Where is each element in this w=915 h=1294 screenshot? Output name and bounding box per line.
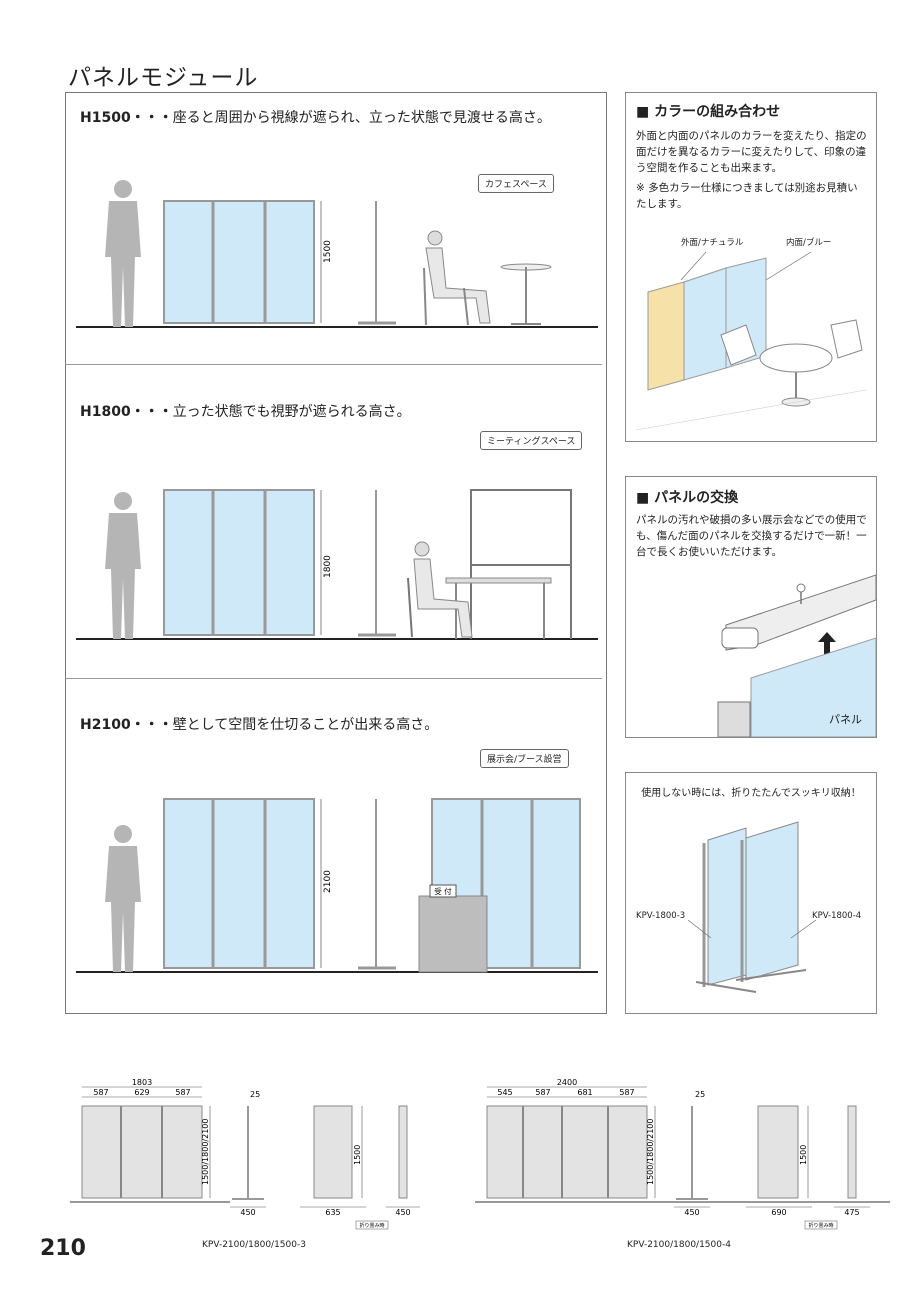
model-caption-right: KPV-2100/1800/1500-4 (627, 1240, 731, 1250)
callout-meeting: ミーティングスペース (480, 431, 583, 450)
panel-set-1800 (163, 489, 315, 636)
dim-folded-depth-right: 475 (844, 1208, 859, 1217)
dim-seg-left-1: 629 (134, 1088, 149, 1097)
dim-seg-right-1: 587 (535, 1088, 550, 1097)
dim-folded-depth-left: 450 (395, 1208, 410, 1217)
section-divider (65, 678, 602, 679)
dim-total-left: 1803 (132, 1078, 152, 1087)
color-combination-illustration (635, 251, 867, 431)
dim-height-right: 1500/1800/2100 (646, 1119, 655, 1185)
height-comparison-box (65, 92, 607, 1014)
swap-box-title: ■ パネルの交換 (636, 490, 739, 506)
label-inner-blue: 内面/ブルー (786, 238, 832, 248)
callout-cafe: カフェスペース (478, 174, 554, 193)
dim-seg-left-2: 587 (175, 1088, 190, 1097)
model-caption-left: KPV-2100/1800/1500-3 (202, 1240, 306, 1250)
label-outer-natural: 外面/ナチュラル (681, 238, 744, 248)
folded-note-right: 折り畳み時 (808, 1222, 833, 1229)
dim-folded-height-left: 1500 (353, 1145, 362, 1165)
folding-storage-illustration (687, 821, 817, 993)
dim-height-left: 1500/1800/2100 (201, 1119, 210, 1185)
height-illustrations: 1500 1800 2100 受 付 (76, 180, 598, 973)
section-heading-h2100: H2100・・・壁として空間を仕切ることが出来る高さ。 (80, 717, 439, 733)
color-box-title: ■ カラーの組み合わせ (636, 104, 781, 120)
panel-label: パネル (829, 713, 862, 726)
counter-label: 受 付 (434, 886, 452, 896)
swap-box-text: パネルの汚れや破損の多い展示会などでの使用でも、傷んだ面のパネルを交換するだけで… (636, 514, 867, 558)
dim-total-right: 2400 (557, 1078, 577, 1087)
page-title: パネルモジュール (68, 65, 259, 91)
dim-folded-width-right: 690 (771, 1208, 786, 1217)
dim-seg-right-2: 681 (577, 1088, 592, 1097)
height-label-1800: 1800 (323, 555, 333, 578)
panel-exchange-illustration (717, 574, 876, 737)
color-box-note: ※ 多色カラー仕様につきましては別途お見積いたします。 (636, 182, 858, 210)
dim-seg-left-0: 587 (93, 1088, 108, 1097)
callout-exhibition: 展示会/ブース設営 (480, 749, 569, 768)
page-number: 210 (40, 1236, 86, 1261)
fold-box-text: 使用しない時には、折りたたんでスッキリ収納！ (641, 788, 861, 799)
dim-base-right: 450 (684, 1208, 699, 1217)
technical-drawings: 1803 587 629 587 1500/1800/2100 25 450 1… (70, 1078, 890, 1230)
dim-folded-width-left: 635 (325, 1208, 340, 1217)
panel-set-1500 (163, 200, 315, 324)
panel-set-2100 (163, 798, 315, 969)
dim-seg-right-3: 587 (619, 1088, 634, 1097)
drawing-set-4-panel: 2400 545 587 681 587 1500/1800/2100 25 4… (475, 1078, 890, 1230)
dim-folded-height-right: 1500 (799, 1145, 808, 1165)
dim-seg-right-0: 545 (497, 1088, 512, 1097)
label-kpv-1800-3: KPV-1800-3 (636, 911, 686, 921)
height-label-1500: 1500 (323, 240, 333, 263)
height-label-2100: 2100 (323, 870, 333, 893)
section-heading-h1500: H1500・・・座ると周囲から視線が遮られ、立った状態で見渡せる高さ。 (80, 110, 551, 126)
dim-thickness-left: 25 (250, 1090, 260, 1099)
color-box-text: 外面と内面のパネルのカラーを変えたり、指定の面だけを異なるカラーに変えたりして、… (636, 130, 867, 174)
section-heading-h1800: H1800・・・立った状態でも視野が遮られる高さ。 (80, 404, 411, 420)
dim-base-left: 450 (240, 1208, 255, 1217)
label-kpv-1800-4: KPV-1800-4 (812, 911, 862, 921)
folded-note-left: 折り畳み時 (359, 1222, 384, 1229)
drawing-set-3-panel: 1803 587 629 587 1500/1800/2100 25 450 1… (70, 1078, 420, 1230)
dim-thickness-right: 25 (695, 1090, 705, 1099)
section-divider (65, 364, 602, 365)
